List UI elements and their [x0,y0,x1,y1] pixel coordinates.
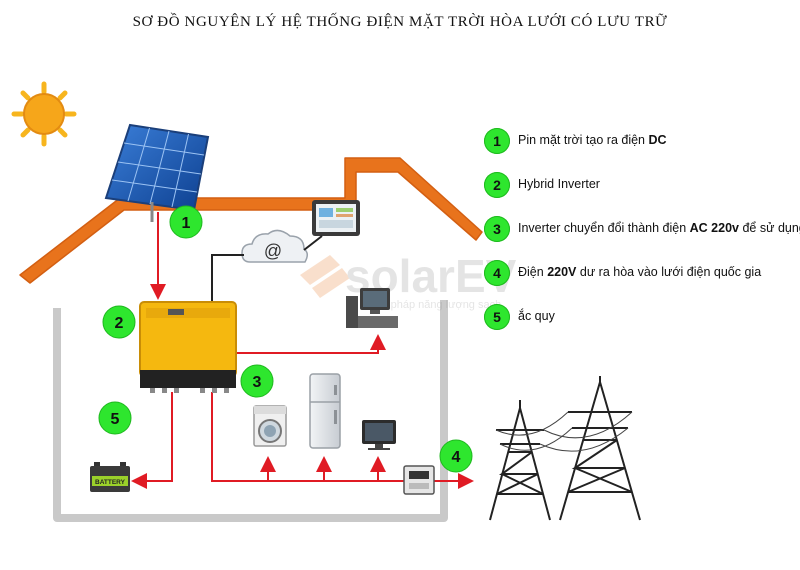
legend-text: Inverter chuyển đổi thành điện AC 220v đ… [518,221,800,235]
monitoring-tablet [312,200,360,236]
legend-number: 3 [484,216,510,242]
house-roof [19,157,483,284]
diagram-title: SƠ ĐỒ NGUYÊN LÝ HỆ THỐNG ĐIỆN MẶT TRỜI H… [132,14,668,30]
legend: 1 Pin mặt trời tạo ra điện DC 2 Hybrid I… [484,128,800,348]
legend-text: ắc quy [518,309,555,323]
watermark-tagline: Giải pháp năng lượng sạch [368,299,501,311]
legend-item-4: 4 Điện 220V dư ra hòa vào lưới điện quốc… [484,260,800,304]
marker-5: 5 [98,401,132,435]
house-walls [53,300,448,522]
cloud-internet-icon: @ [241,229,308,263]
legend-text: Pin mặt trời tạo ra điện DC [518,133,667,147]
marker-4: 4 [439,439,473,473]
legend-number: 4 [484,260,510,286]
marker-2: 2 [102,305,136,339]
television [362,420,396,450]
power-tower-left [489,400,551,521]
power-tower-right [559,376,641,521]
legend-number: 1 [484,128,510,154]
solar-panel [104,123,210,222]
legend-item-3: 3 Inverter chuyển đổi thành điện AC 220v… [484,216,800,260]
svg-text:4: 4 [452,449,461,466]
power-wires [131,212,474,489]
svg-text:1: 1 [182,215,191,232]
svg-text:2: 2 [115,315,124,332]
marker-1: 1 [169,205,203,239]
desktop-computer [346,288,398,328]
refrigerator [309,373,341,449]
legend-text: Điện 220V dư ra hòa vào lưới điện quốc g… [518,265,762,279]
svg-text:5: 5 [111,411,120,428]
legend-number: 2 [484,172,510,198]
washing-machine [253,405,287,447]
legend-text: Hybrid Inverter [518,177,600,191]
battery-label: BATTERY [95,479,126,486]
sun-icon [11,81,77,147]
legend-number: 5 [484,304,510,330]
marker-3: 3 [240,364,274,398]
power-lines [495,411,633,452]
legend-item-1: 1 Pin mặt trời tạo ra điện DC [484,128,800,172]
hybrid-inverter [139,301,237,393]
svg-text:3: 3 [253,374,262,391]
data-wires [211,235,323,305]
legend-item-2: 2 Hybrid Inverter [484,172,800,216]
battery: BATTERY [90,462,130,492]
cloud-symbol: @ [264,241,282,261]
electric-meter [403,465,435,495]
legend-item-5: 5 ắc quy [484,304,800,348]
